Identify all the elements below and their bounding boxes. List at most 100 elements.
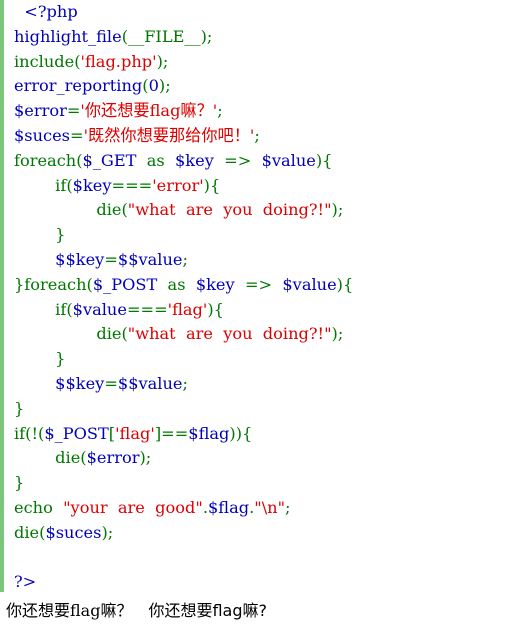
code-token: } — [14, 225, 66, 245]
code-token: $value — [72, 299, 127, 319]
code-token: [ — [108, 423, 116, 443]
code-token: '你还想要flag嘛？' — [80, 101, 218, 121]
left-edge-bar — [0, 0, 4, 592]
code-token: $$key — [55, 373, 105, 393]
code-token: . — [202, 497, 208, 517]
code-token: 'flag.php' — [80, 51, 157, 71]
code-line: }foreach($_POST as $key => $value){ — [0, 273, 508, 298]
code-token: $error — [86, 448, 140, 468]
code-line: die($error); — [0, 446, 508, 471]
code-token: } — [14, 473, 25, 493]
code-token: "what are you doing?!" — [127, 324, 332, 344]
code-token: '既然你想要那给你吧！' — [83, 125, 255, 145]
code-token: ); — [139, 448, 152, 468]
code-token: $flag — [207, 497, 250, 517]
code-token: = — [104, 249, 118, 269]
code-token: die( — [14, 200, 128, 220]
code-token: "\n" — [254, 497, 286, 517]
code-token: . — [249, 497, 255, 517]
code-token: ); — [101, 522, 114, 542]
code-line: if($key==='error'){ — [0, 174, 508, 199]
code-token: $$value — [117, 249, 183, 269]
code-line: $suces='既然你想要那给你吧！'; — [0, 124, 508, 149]
code-token: ( — [142, 76, 149, 96]
code-token: ; — [285, 497, 291, 517]
code-line: die("what are you doing?!"); — [0, 322, 508, 347]
code-token: as — [157, 274, 196, 294]
code-token: 'flag' — [115, 423, 155, 443]
code-line: $error='你还想要flag嘛？'; — [0, 99, 508, 124]
output-text-second: 你还想要flag嘛? — [148, 601, 268, 620]
code-token: $error — [14, 101, 67, 121]
code-line: } — [0, 397, 508, 422]
code-line: error_reporting(0); — [0, 74, 508, 99]
code-token: => — [213, 150, 262, 170]
code-token: ; — [182, 249, 188, 269]
code-token: ){ — [315, 150, 333, 170]
code-token: ); — [158, 76, 171, 96]
code-token: $key — [72, 175, 112, 195]
code-token: die( — [14, 522, 46, 542]
code-token: ]== — [154, 423, 189, 443]
code-token — [14, 374, 55, 393]
code-line: <?php — [0, 0, 508, 25]
code-token: $value — [261, 150, 316, 170]
code-token: ); — [331, 200, 344, 220]
code-token: ){ — [203, 175, 221, 195]
code-line: include('flag.php'); — [0, 50, 508, 75]
code-token: }foreach( — [14, 274, 93, 294]
code-token: $suces — [45, 522, 102, 542]
code-token: <?php — [14, 2, 78, 21]
code-line — [0, 546, 508, 571]
code-token: 0 — [148, 76, 159, 96]
code-token: $key — [195, 274, 235, 294]
code-token: if(!( — [14, 423, 45, 443]
code-token: 'flag' — [167, 299, 208, 319]
output-text-first: 你还想要flag嘛？ — [6, 601, 133, 620]
code-line: if(!($_POST['flag']==$flag)){ — [0, 422, 508, 447]
code-token: die( — [14, 448, 87, 468]
code-token: ?> — [14, 572, 37, 592]
code-token: $_POST — [92, 274, 158, 294]
code-line: echo "your are good".$flag."\n"; — [0, 496, 508, 521]
code-token: highlight_file — [14, 26, 122, 46]
code-token: = — [66, 101, 81, 121]
code-token: $flag — [188, 423, 230, 443]
code-token: } — [14, 349, 66, 369]
code-token: include — [14, 51, 75, 71]
code-token: echo — [14, 497, 64, 517]
code-token: $$key — [55, 249, 105, 269]
code-token: ); — [331, 324, 344, 344]
code-line: die($suces); — [0, 521, 508, 546]
code-token: ){ — [207, 299, 224, 319]
code-token — [14, 250, 55, 269]
code-token: "your are good" — [63, 497, 203, 517]
code-token: ); — [156, 51, 169, 71]
code-token: === — [126, 299, 168, 319]
code-token: "what are you doing?!" — [127, 200, 332, 220]
code-token: foreach( — [14, 150, 83, 170]
code-token: 'error' — [152, 175, 204, 195]
code-token: die( — [14, 324, 128, 344]
code-line: die("what are you doing?!"); — [0, 198, 508, 223]
code-line: if($value==='flag'){ — [0, 298, 508, 323]
code-token: $suces — [14, 125, 70, 145]
code-token: ; — [254, 125, 260, 145]
code-line: } — [0, 223, 508, 248]
code-token: $key — [175, 150, 214, 170]
code-line: ?> — [0, 570, 508, 595]
code-token: $value — [282, 274, 337, 294]
code-token: if( — [14, 299, 73, 319]
code-line: $$key=$$value; — [0, 248, 508, 273]
code-line: highlight_file(__FILE__); — [0, 25, 508, 50]
code-line: $$key=$$value; — [0, 372, 508, 397]
code-token: ( — [74, 51, 81, 71]
code-token: as — [136, 150, 175, 170]
code-token: $$value — [117, 373, 183, 393]
code-line: foreach($_GET as $key => $value){ — [0, 149, 508, 174]
code-token: = — [70, 125, 84, 145]
code-token: (__FILE__); — [121, 26, 213, 46]
code-line: } — [0, 347, 508, 372]
code-token: error_reporting — [14, 76, 143, 96]
code-token: => — [234, 274, 283, 294]
